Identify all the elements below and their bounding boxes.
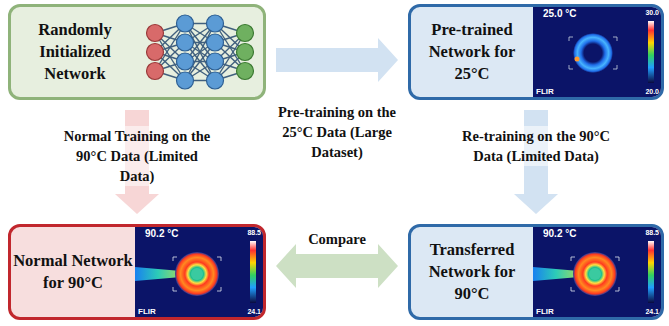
node-title: Transferred Network for 90°C xyxy=(411,239,533,305)
network-box: Randomly Initialized Network xyxy=(8,4,266,100)
thermal-readout: 24.1 xyxy=(645,308,659,315)
illustration: 90.2 °C 88.5 24.1 FLIR xyxy=(533,227,661,317)
thermal-readout: 20.0 xyxy=(645,88,659,95)
node-title: Normal Network for 90°C xyxy=(11,250,135,294)
neural-network-icon xyxy=(139,7,263,97)
thermal-readout: FLIR xyxy=(536,87,554,96)
illustration: 25.0 °C 30.0 20.0 FLIR xyxy=(533,7,661,97)
thermal-image xyxy=(533,227,661,317)
thermal-image xyxy=(135,227,263,317)
network-box: 25.0 °C 30.0 20.0 FLIRPre-trained Network f… xyxy=(408,4,664,100)
thermal-readout: 90.2 °C xyxy=(543,228,576,239)
block-arrow xyxy=(276,38,398,82)
thermal-readout: 24.1 xyxy=(247,308,261,315)
edge-label: Pre-training on the 25°C Data (Large Dat… xyxy=(262,102,412,162)
thermal-readout: FLIR xyxy=(138,307,156,316)
thermal-readout: 88.5 xyxy=(645,229,659,236)
thermal-readout: FLIR xyxy=(536,307,554,316)
thermal-readout: 90.2 °C xyxy=(145,228,178,239)
node-title: Pre-trained Network for 25°C xyxy=(411,19,533,85)
block-arrow xyxy=(276,244,398,288)
node-title: Randomly Initialized Network xyxy=(11,19,139,85)
edge-label: Re-training on the 90°C Data (Limited Da… xyxy=(456,126,616,166)
thermal-readout: 25.0 °C xyxy=(543,8,576,19)
thermal-readout: 30.0 xyxy=(645,9,659,16)
network-box: 90.2 °C 88.5 24.1 FLIRTransferred Network f… xyxy=(408,224,664,320)
illustration: 90.2 °C 88.5 24.1 FLIR xyxy=(135,227,263,317)
network-box: 90.2 °C 88.5 24.1 FLIR Normal Network for 90… xyxy=(8,224,266,320)
thermal-image xyxy=(533,7,661,97)
edge-label: Compare xyxy=(277,229,397,249)
thermal-readout: 88.5 xyxy=(247,229,261,236)
edge-label: Normal Training on the 90°C Data (Limite… xyxy=(57,126,217,186)
illustration xyxy=(139,7,263,97)
